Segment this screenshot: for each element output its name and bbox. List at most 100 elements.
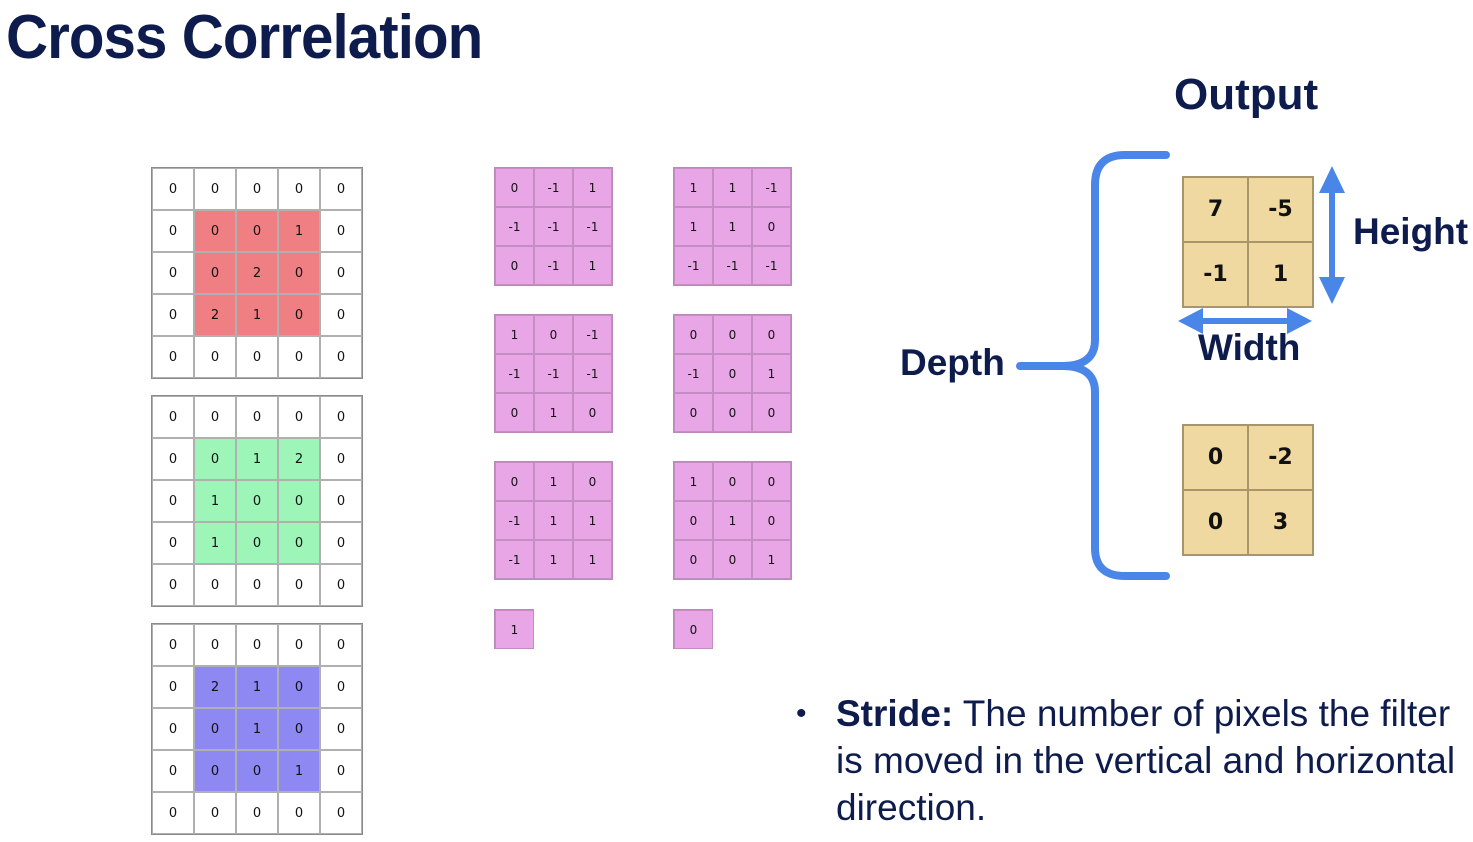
input-cell: 0: [152, 294, 194, 336]
input-cell: 2: [194, 666, 236, 708]
input-cell: 0: [278, 522, 320, 564]
output-cell: -2: [1248, 425, 1313, 490]
bias-cell: 1: [495, 610, 534, 649]
input-cell: 0: [194, 624, 236, 666]
stride-text: Stride: The number of pixels the filter …: [836, 690, 1456, 831]
filter-cell: 0: [674, 501, 713, 540]
input-cell: 0: [194, 564, 236, 606]
output-cell: 7: [1183, 177, 1248, 242]
filter-cell: 1: [534, 462, 573, 501]
input-cell: 0: [194, 708, 236, 750]
input-cell: 0: [320, 480, 362, 522]
filter-cell: 0: [495, 246, 534, 285]
input-cell: 0: [236, 336, 278, 378]
input-cell: 0: [278, 792, 320, 834]
input-cell: 0: [152, 564, 194, 606]
input-cell: 0: [152, 666, 194, 708]
depth-label: Depth: [900, 342, 1005, 383]
input-cell: 1: [194, 522, 236, 564]
input-cell: 0: [152, 168, 194, 210]
input-cell: 1: [236, 294, 278, 336]
filter-cell: 0: [752, 315, 791, 354]
filter-cell: 1: [752, 354, 791, 393]
input-cell: 2: [236, 252, 278, 294]
filter-cell: 0: [713, 315, 752, 354]
filter-cell: 0: [713, 354, 752, 393]
input-cell: 0: [320, 396, 362, 438]
input-cell: 0: [320, 252, 362, 294]
input-cell: 1: [278, 750, 320, 792]
filter-cell: 1: [534, 501, 573, 540]
input-cell: 0: [236, 564, 278, 606]
filter-cell: 0: [573, 462, 612, 501]
filter-cell: 1: [674, 462, 713, 501]
input-cell: 1: [236, 666, 278, 708]
input-cell: 0: [278, 564, 320, 606]
input-cell: 0: [152, 438, 194, 480]
input-cell: 0: [236, 210, 278, 252]
filter-cell: 0: [674, 315, 713, 354]
filter-cell: -1: [534, 168, 573, 207]
filter-cell: 0: [674, 393, 713, 432]
filter-cell: 1: [674, 168, 713, 207]
input-cell: 1: [236, 438, 278, 480]
filter-cell: 1: [713, 207, 752, 246]
input-cell: 0: [152, 480, 194, 522]
input-cell: 0: [194, 336, 236, 378]
input-cell: 0: [152, 396, 194, 438]
input-cell: 1: [194, 480, 236, 522]
input-cell: 0: [278, 336, 320, 378]
depth-brace: [1016, 151, 1170, 580]
input-cell: 0: [278, 480, 320, 522]
input-cell: 0: [236, 480, 278, 522]
input-cell: 0: [236, 792, 278, 834]
filter-cell: -1: [534, 246, 573, 285]
input-cell: 2: [194, 294, 236, 336]
input-cell: 0: [152, 708, 194, 750]
input-cell: 0: [194, 396, 236, 438]
filter-cell: 1: [573, 168, 612, 207]
filter-cell: 0: [752, 501, 791, 540]
filter-cell: 0: [534, 315, 573, 354]
input-cell: 0: [320, 792, 362, 834]
input-cell: 0: [194, 438, 236, 480]
input-cell: 0: [236, 624, 278, 666]
input-cell: 0: [194, 210, 236, 252]
filter-1-bias: 1: [494, 609, 534, 649]
input-cell: 0: [320, 336, 362, 378]
width-label: Width: [1198, 327, 1301, 368]
output-cell: -5: [1248, 177, 1313, 242]
filter-cell: -1: [495, 207, 534, 246]
input-cell: 0: [278, 252, 320, 294]
page-title: Cross Correlation: [6, 3, 483, 72]
filter-cell: 1: [573, 501, 612, 540]
input-cell: 0: [320, 168, 362, 210]
filter-cell: -1: [534, 354, 573, 393]
filter-cell: 0: [495, 462, 534, 501]
filter-cell: -1: [495, 540, 534, 579]
filter-2-bias: 0: [673, 609, 713, 649]
filter-cell: -1: [573, 315, 612, 354]
output-cell: -1: [1183, 242, 1248, 307]
filter-cell: 0: [713, 393, 752, 432]
filter-cell: -1: [534, 207, 573, 246]
input-cell: 1: [236, 708, 278, 750]
input-cell: 0: [278, 708, 320, 750]
filter-cell: 1: [713, 168, 752, 207]
height-arrow: [1319, 166, 1345, 304]
filter-cell: 0: [573, 393, 612, 432]
input-cell: 0: [152, 210, 194, 252]
stride-definition: The number of pixels the filter is moved…: [836, 693, 1456, 828]
input-cell: 0: [278, 168, 320, 210]
filter-cell: 1: [713, 501, 752, 540]
stride-term: Stride:: [836, 693, 954, 734]
input-cell: 0: [278, 624, 320, 666]
input-cell: 0: [320, 708, 362, 750]
